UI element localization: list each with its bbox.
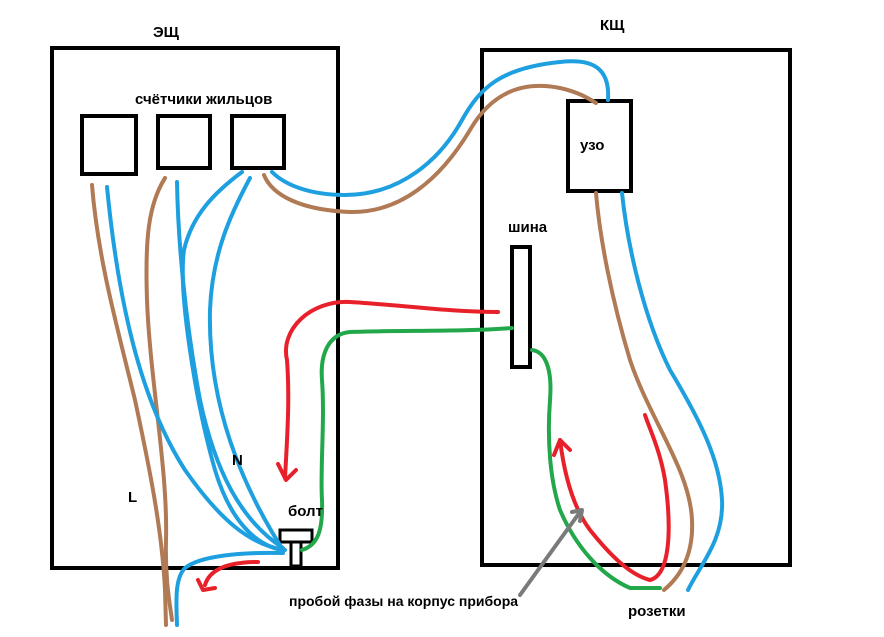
fault-pointer-line (518, 510, 582, 597)
bolt-head (278, 528, 314, 544)
red-arrowhead-bolt (276, 462, 298, 482)
red-wire-bolt-out (203, 560, 260, 587)
bolt-label: болт (288, 503, 323, 520)
sockets-label: розетки (628, 603, 686, 620)
right-panel-title: КЩ (600, 17, 625, 34)
bus-bar (510, 245, 532, 369)
fault-pointer-arrowhead (570, 508, 584, 523)
red-arrowhead-bolt-out (196, 578, 217, 592)
red-wire-sockets (558, 413, 671, 582)
bolt-shank (289, 540, 303, 568)
red-wire-bus-to-bolt (283, 299, 500, 480)
brown-wire-rcd-to-sockets (594, 191, 695, 592)
blue-wire-rcd-to-sockets (620, 191, 725, 592)
bus-label: шина (508, 219, 548, 236)
blue-wire-feed (270, 59, 611, 197)
brown-wire-meter3-feed (262, 83, 598, 215)
line-label: L (128, 489, 137, 506)
blue-wire-bottom (174, 550, 285, 627)
red-arrowhead-sockets (552, 438, 572, 457)
ksch-panel-frame (480, 48, 792, 567)
meters-label: счётчики жильцов (135, 91, 272, 108)
blue-wire-meter1 (105, 185, 287, 552)
green-wire-bus-to-bolt (300, 326, 514, 552)
meter-box-1 (80, 114, 138, 176)
left-panel-title: ЭЩ (153, 24, 180, 41)
brown-wire-meter1 (90, 183, 168, 627)
rcd-label: узо (580, 137, 604, 154)
neutral-label: N (232, 452, 243, 469)
blue-wire-meter3-pe (180, 170, 284, 552)
meter-box-2 (156, 114, 212, 170)
ehsch-panel-frame (50, 46, 340, 570)
brown-wire-meter2 (144, 176, 174, 622)
blue-wire-meter3-n (207, 176, 285, 552)
green-wire-bus-to-sockets (530, 348, 662, 590)
meter-box-3 (230, 114, 286, 170)
rcd-box (566, 99, 633, 193)
fault-label: пробой фазы на корпус прибора (289, 593, 518, 609)
